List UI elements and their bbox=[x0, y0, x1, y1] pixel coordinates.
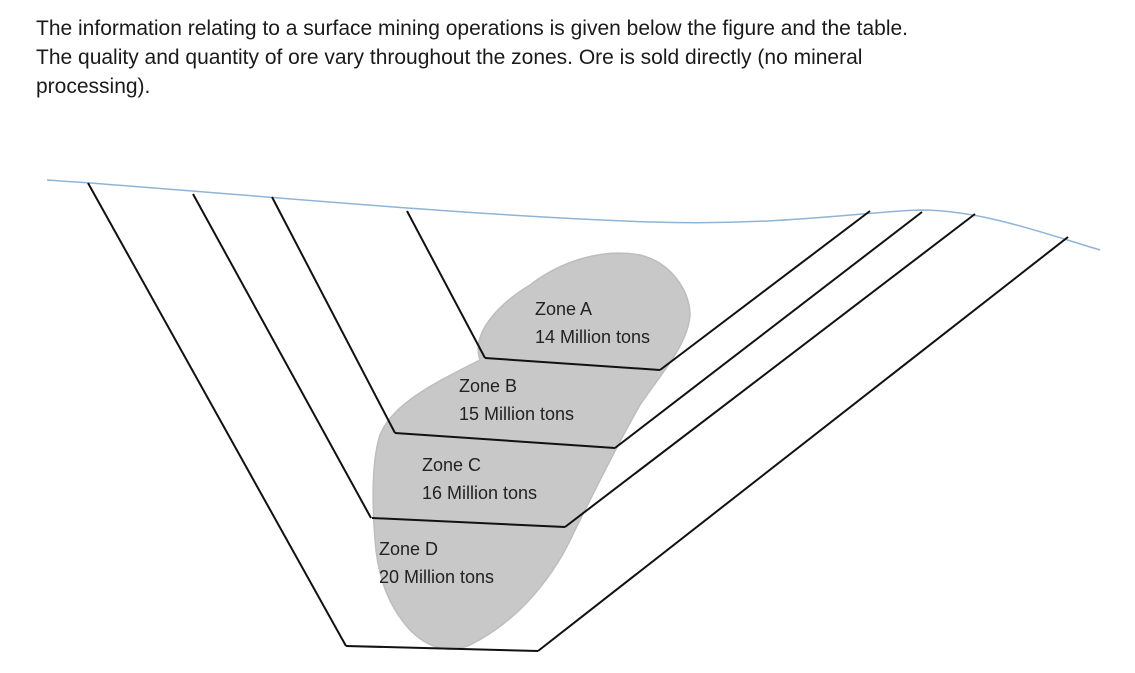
zone-c-name: Zone C bbox=[422, 455, 482, 475]
pit-wall-right-2 bbox=[614, 211, 923, 449]
ground-surface-line bbox=[46, 179, 1101, 251]
pit-wall-left-1 bbox=[87, 182, 347, 647]
zone-d-name: Zone D bbox=[379, 539, 439, 559]
intro-line-2: The quality and quantity of ore vary thr… bbox=[36, 46, 863, 69]
zone-b-tonnage: 15 Million tons bbox=[459, 404, 575, 424]
orebody-shape bbox=[372, 252, 691, 650]
zone-b-name: Zone B bbox=[459, 376, 518, 396]
pit-wall-left-2 bbox=[192, 193, 372, 519]
intro-line-1: The information relating to a surface mi… bbox=[36, 17, 909, 40]
zone-c-label: Zone C 16 Million tons bbox=[422, 451, 537, 507]
zone-divider-bc bbox=[394, 432, 616, 449]
zone-d-label: Zone D 20 Million tons bbox=[379, 535, 494, 591]
zone-a-label: Zone A 14 Million tons bbox=[535, 295, 650, 351]
pit-floor bbox=[345, 645, 539, 652]
pit-wall-left-3 bbox=[271, 196, 396, 434]
pit-wall-right-1 bbox=[659, 210, 871, 371]
zone-divider-ab bbox=[484, 357, 661, 371]
pit-wall-left-4 bbox=[406, 210, 486, 359]
zone-b-label: Zone B 15 Million tons bbox=[459, 372, 574, 428]
intro-text: The information relating to a surface mi… bbox=[36, 14, 1116, 101]
zone-a-tonnage: 14 Million tons bbox=[535, 327, 651, 347]
pit-wall-right-4 bbox=[537, 236, 1069, 652]
zone-d-tonnage: 20 Million tons bbox=[379, 567, 495, 587]
zone-a-name: Zone A bbox=[535, 299, 593, 319]
zone-c-tonnage: 16 Million tons bbox=[422, 483, 538, 503]
zone-divider-cd bbox=[371, 517, 566, 528]
intro-line-3: processing). bbox=[36, 75, 151, 98]
pit-wall-right-3 bbox=[564, 213, 976, 528]
